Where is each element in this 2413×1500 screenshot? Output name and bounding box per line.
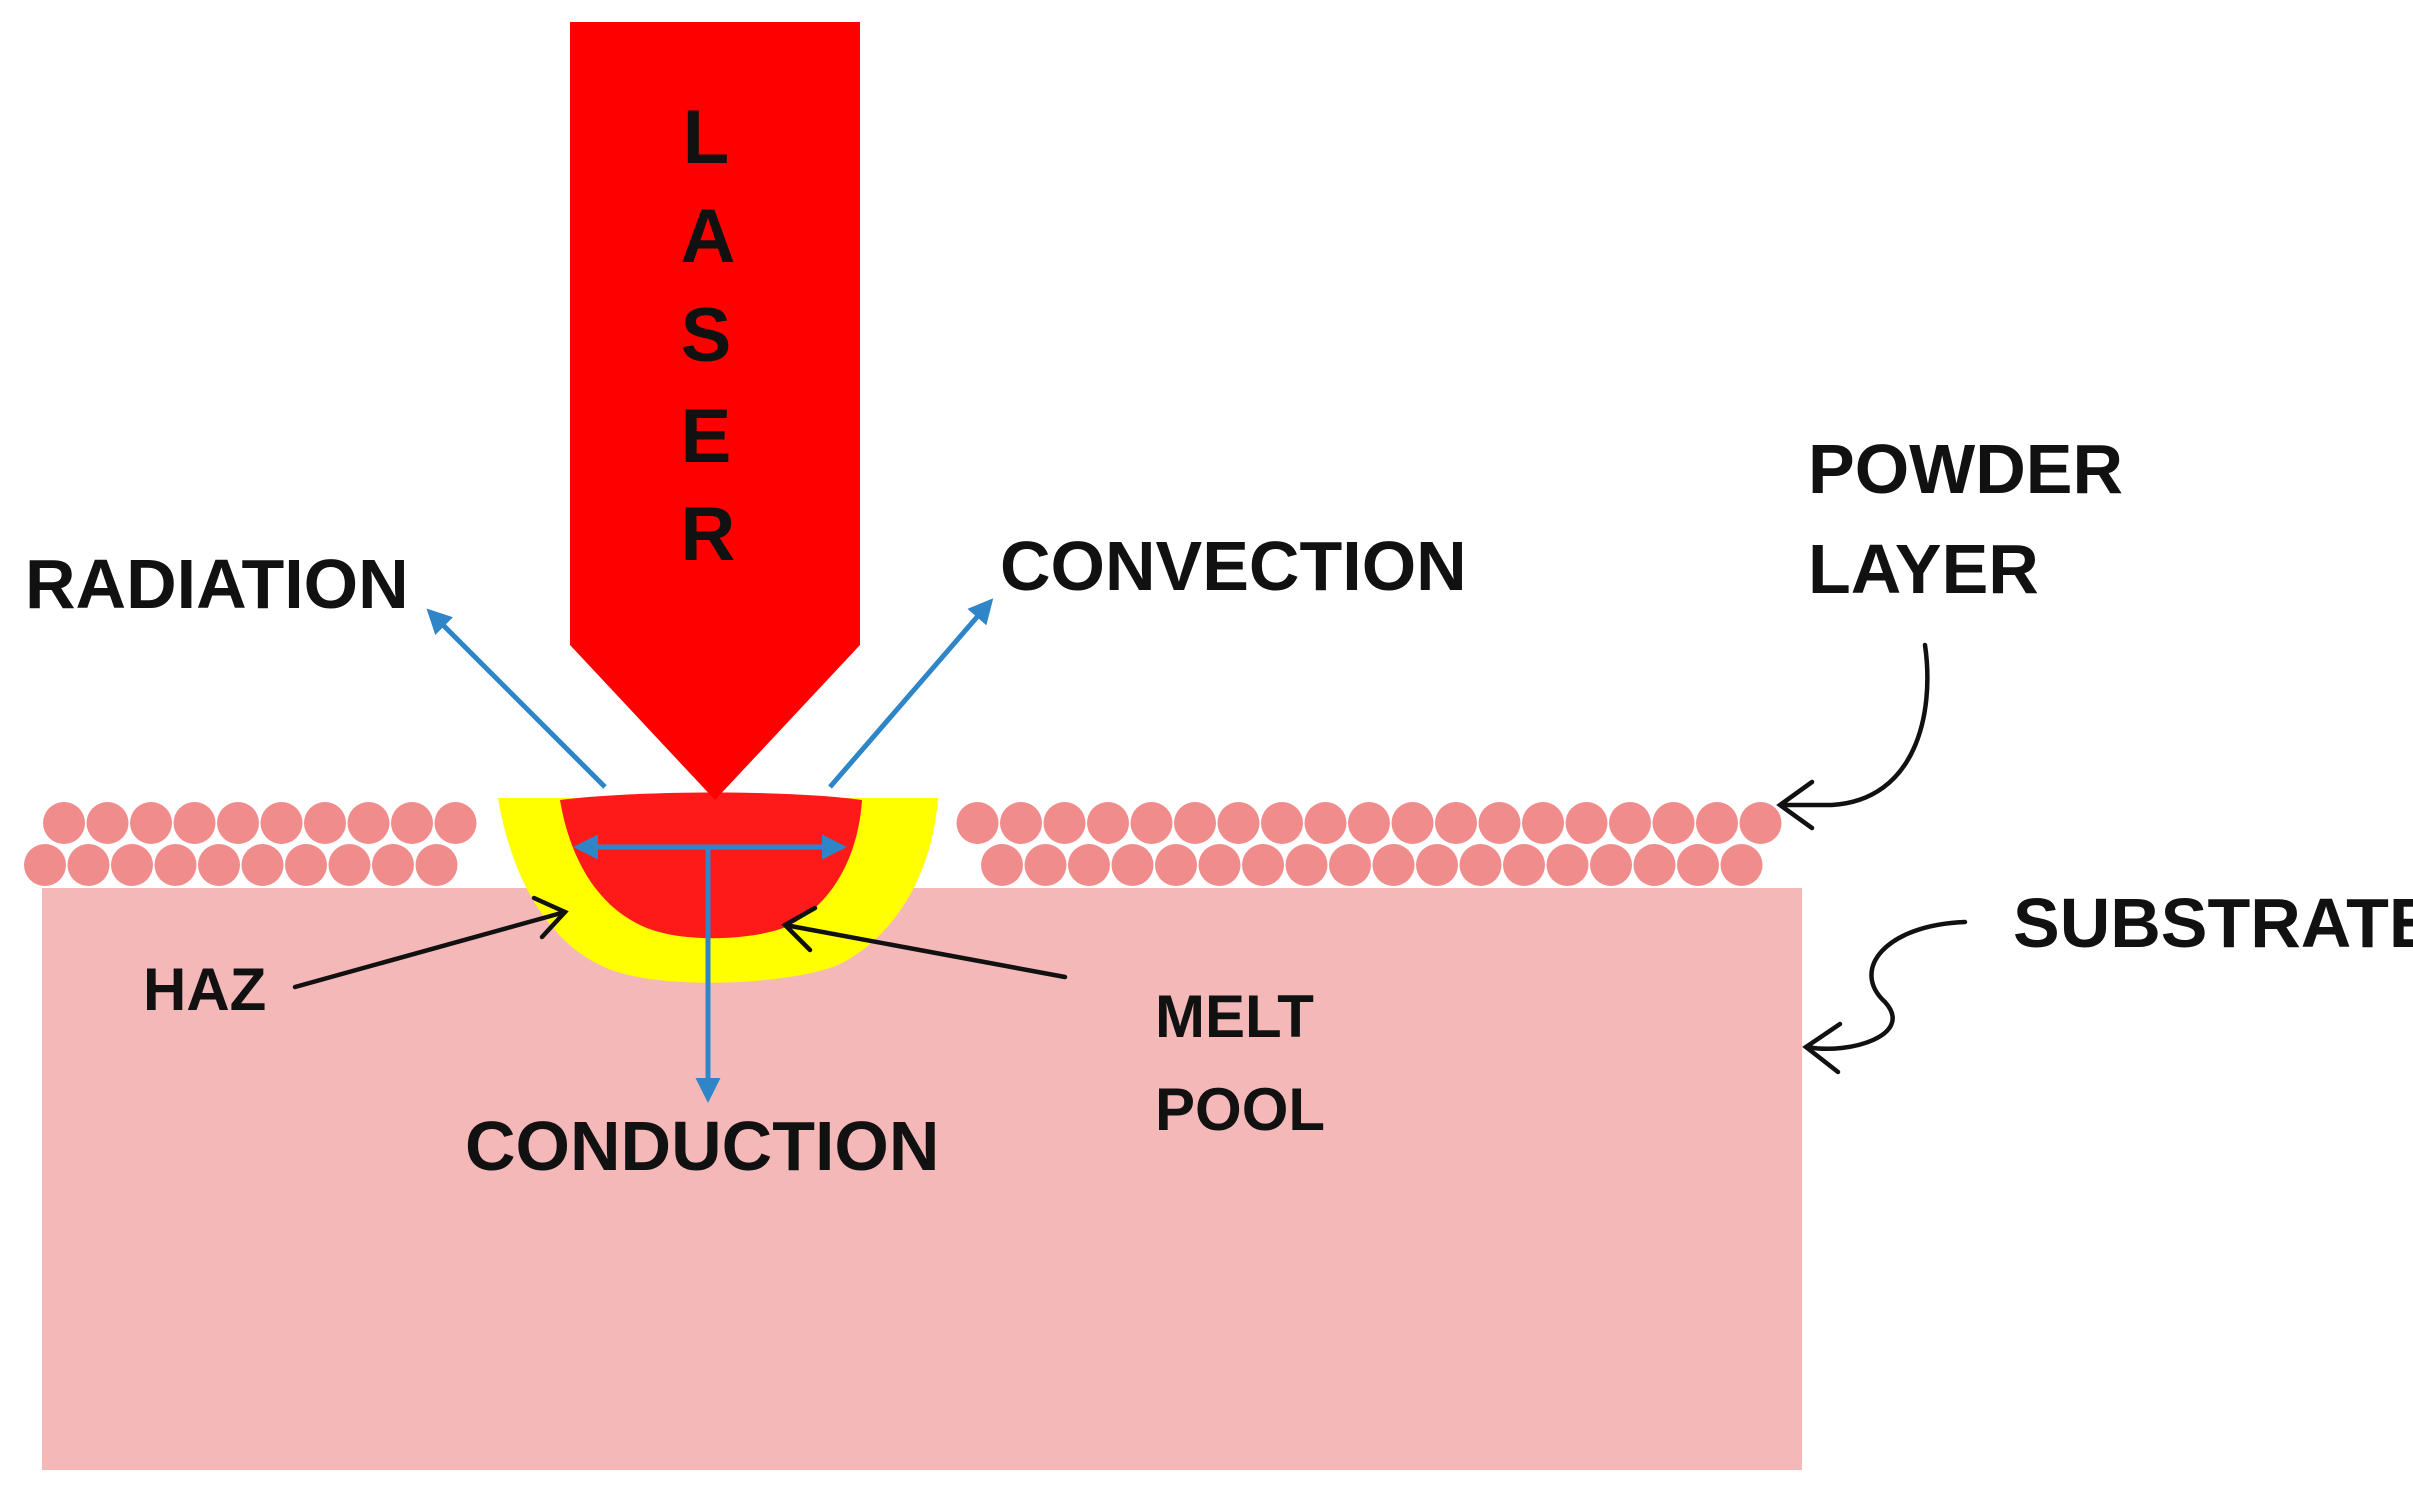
- powder-particle: [130, 802, 172, 844]
- powder-particle: [217, 802, 259, 844]
- powder-particle: [1478, 802, 1521, 844]
- powder-particle: [415, 844, 458, 886]
- powder-particle: [1043, 802, 1086, 844]
- powder-particle: [1720, 844, 1763, 886]
- melt-pool-label-line2: POOL: [1155, 1076, 1325, 1143]
- powder-particle: [43, 802, 85, 844]
- powder-particle: [1217, 802, 1260, 844]
- laser-letter: S: [681, 293, 732, 378]
- powder-particle: [1261, 802, 1303, 844]
- powder-particle: [1198, 844, 1241, 886]
- powder-particle: [241, 844, 284, 886]
- powder-particle: [1652, 802, 1695, 844]
- powder-particle: [1391, 802, 1434, 844]
- powder-particle: [1024, 844, 1067, 886]
- powder-particle: [1696, 802, 1738, 844]
- powder-particle: [1503, 844, 1545, 886]
- powder-layer: [24, 802, 1782, 886]
- powder-particle: [981, 844, 1023, 886]
- powder-particle: [1372, 844, 1415, 886]
- powder-particle: [956, 802, 999, 844]
- powder-particle: [1304, 802, 1347, 844]
- haz-pointer-icon: [292, 895, 569, 990]
- powder-particle: [1068, 844, 1110, 886]
- powder-label-line1: POWDER: [1808, 430, 2123, 508]
- convection-label: CONVECTION: [1000, 527, 1467, 605]
- powder-particle: [1000, 802, 1042, 844]
- powder-particle: [347, 802, 390, 844]
- substrate-pointer-icon: [1802, 919, 1968, 1075]
- powder-particle: [1435, 802, 1477, 844]
- powder-particle: [67, 844, 110, 886]
- powder-particle: [198, 844, 240, 886]
- powder-particle: [1522, 802, 1564, 844]
- powder-particle: [1348, 802, 1390, 844]
- powder-particle: [304, 802, 346, 844]
- substrate-label: SUBSTRATE: [2013, 884, 2413, 962]
- powder-particle: [1677, 844, 1719, 886]
- laser-label: L A S E R: [681, 95, 736, 577]
- powder-particle: [260, 802, 303, 844]
- powder-layer-pointer-icon: [1776, 642, 1930, 831]
- powder-particle: [154, 844, 197, 886]
- powder-particle: [1609, 802, 1651, 844]
- powder-particle: [391, 802, 433, 844]
- laser-letter: L: [683, 95, 729, 180]
- laser-letter: E: [681, 394, 732, 479]
- powder-particle: [434, 802, 477, 844]
- radiation-label: RADIATION: [25, 545, 409, 623]
- powder-particle: [173, 802, 216, 844]
- powder-particle: [86, 802, 129, 844]
- powder-particle: [372, 844, 414, 886]
- powder-particle: [1111, 844, 1154, 886]
- powder-particle: [24, 844, 66, 886]
- powder-label-line2: LAYER: [1808, 530, 2039, 608]
- powder-particle: [1174, 802, 1216, 844]
- powder-particle: [1459, 844, 1502, 886]
- conduction-label: CONDUCTION: [465, 1107, 939, 1185]
- haz-label: HAZ: [143, 956, 266, 1023]
- melt-pool: [560, 792, 862, 939]
- powder-particle: [1285, 844, 1328, 886]
- laser-letter: A: [681, 194, 736, 279]
- powder-particle: [111, 844, 153, 886]
- laser-beam: [570, 22, 860, 800]
- powder-particle: [285, 844, 327, 886]
- powder-particle: [1087, 802, 1129, 844]
- radiation-arrow-icon: [426, 608, 607, 789]
- powder-particle: [1590, 844, 1632, 886]
- melt-pool-pointer-icon: [781, 905, 1068, 980]
- convection-arrow-icon: [828, 598, 994, 789]
- laser-letter: R: [681, 492, 736, 577]
- powder-particle: [1565, 802, 1608, 844]
- powder-particle: [1546, 844, 1589, 886]
- melt-pool-label-line1: MELT: [1155, 983, 1314, 1050]
- substrate-block: [42, 888, 1802, 1470]
- powder-particle: [1130, 802, 1173, 844]
- powder-particle: [1155, 844, 1197, 886]
- powder-particle: [1739, 802, 1782, 844]
- powder-particle: [328, 844, 371, 886]
- powder-particle: [1416, 844, 1458, 886]
- powder-particle: [1633, 844, 1676, 886]
- powder-particle: [1329, 844, 1371, 886]
- powder-particle: [1242, 844, 1284, 886]
